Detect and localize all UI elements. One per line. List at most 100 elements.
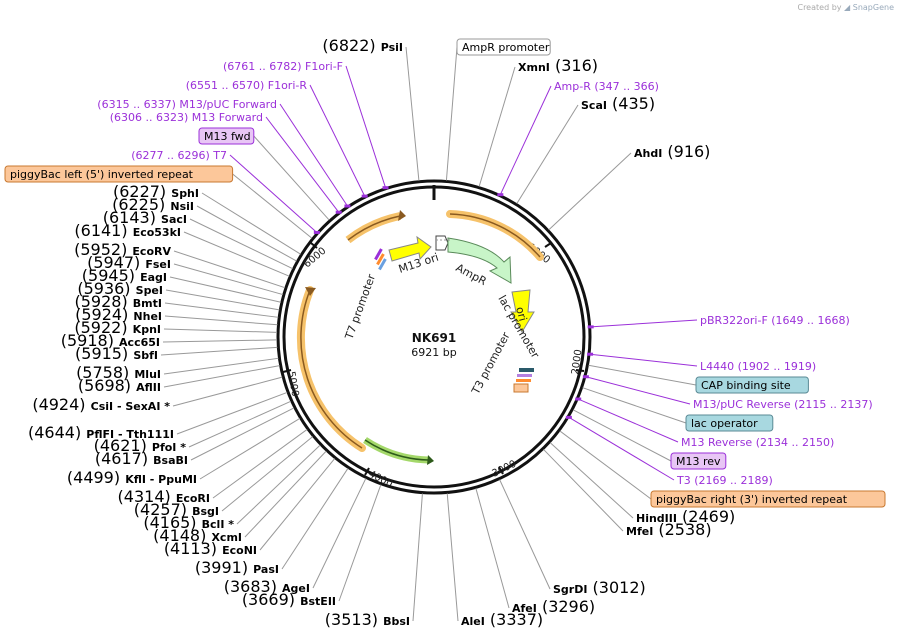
primer-site-mark [587,325,594,329]
green-arc-line [364,439,429,461]
enzyme-label-scai[interactable]: ScaI (435) [581,94,655,113]
enzyme-label-xmni[interactable]: XmnI (316) [518,56,598,75]
label-box-m13-rev[interactable]: M13 rev [670,452,727,470]
enzyme-label-ecorv[interactable]: (5952) EcoRV [74,240,171,259]
primer-label-m13-reverse[interactable]: M13 Reverse (2134 .. 2150) [681,436,834,449]
enzyme-label-bsabi[interactable]: (4617) BsaBI [95,449,188,468]
primer-label-m13-forward[interactable]: (6306 .. 6323) M13 Forward [110,111,263,124]
label-box-bg [670,452,727,470]
primer-site-mark [565,415,572,419]
primer-label-f1ori-r[interactable]: (6551 .. 6570) F1ori-R [186,79,308,92]
connector-line [499,479,551,590]
label-box-ampr-promoter[interactable]: AmpR promoter [456,38,551,56]
connector-line [229,154,318,233]
ruler-tick [544,242,552,248]
enzyme-label-alei[interactable]: AleI (3337) [461,610,543,629]
connector-line [590,319,698,328]
enzyme-label-kfli-ppumi[interactable]: (4499) KflI - PpuMI [67,468,197,487]
primer-label-t3[interactable]: T3 (2169 .. 2189) [676,474,773,487]
piggybac-arc-left-line [300,289,363,449]
enzyme-label-afei[interactable]: AfeI (3296) [512,597,595,616]
inner-label-ampr: AmpR [454,261,489,288]
enzyme-label-econi[interactable]: (4113) EcoNI [164,539,257,558]
connector-line [173,263,283,296]
enzyme-label-bbsi[interactable]: (3513) BbsI [325,610,410,629]
connector-line [312,478,367,589]
enzyme-text: (4644) PflFI - Tth111I [28,423,174,442]
enzyme-label-ahdi[interactable]: AhdI (916) [634,142,710,161]
m13-rev-mark [517,374,532,377]
ampr-arrow [447,237,512,284]
t7-mark [376,253,385,266]
enzyme-label-sbfi[interactable]: (5915) SbfI [75,344,158,363]
primer-label-m13-puc-reverse[interactable]: M13/pUC Reverse (2115 .. 2137) [693,398,873,411]
enzyme-text: (5936) SpeI [77,279,163,298]
label-box-lac-operator[interactable]: lac operator [685,414,774,432]
primer-site-mark [582,375,589,379]
primer-label-l4440[interactable]: L4440 (1902 .. 1919) [700,360,816,373]
enzyme-label-bmti[interactable]: (5928) BmtI [75,292,163,311]
enzyme-text: (3513) BbsI [325,610,410,629]
label-box-cap-binding-site[interactable]: CAP binding site [695,376,809,394]
enzyme-label-saci[interactable]: (6143) SacI [103,208,187,227]
enzyme-label-hindiii[interactable]: HindIII (2469) [636,507,735,526]
connector-line [585,376,691,405]
enzyme-text: (5915) SbfI [75,344,158,363]
enzyme-label-pasi[interactable]: (3991) PasI [195,558,279,577]
primer-label-pbr322ori-f[interactable]: pBR322ori-F (1649 .. 1668) [700,314,850,327]
connector-line [412,493,423,622]
enzyme-text: (5698) AflII [78,376,161,395]
enzyme-label-eco53ki[interactable]: (6141) Eco53kI [74,221,181,240]
enzyme-label-fsei[interactable]: (5947) FseI [87,253,171,272]
enzyme-label-agei[interactable]: (3683) AgeI [224,577,310,596]
connector-line [589,353,698,367]
ruler-tick [364,467,370,476]
primer-label-m13-puc-forward[interactable]: (6315 .. 6337) M13/pUC Forward [97,98,277,111]
connector-line [173,250,286,289]
enzyme-label-mlui[interactable]: (5758) MluI [76,363,161,382]
enzyme-text: (4314) EcoRI [118,487,210,506]
label-box-text: M13 fwd [204,130,251,143]
enzyme-label-ecori[interactable]: (4314) EcoRI [118,487,210,506]
label-box-piggybac-right-3-inverted-repeat[interactable]: piggyBac right (3') inverted repeat [650,490,886,508]
connector-line [232,173,313,239]
enzyme-label-nhei[interactable]: (5924) NheI [75,305,162,324]
primer-text: L4440 (1902 .. 1919) [700,360,816,373]
primer-label-amp-r[interactable]: Amp-R (347 .. 366) [554,80,659,93]
enzyme-label-acc65i[interactable]: (5918) Acc65I [61,331,160,350]
primer-text: (6315 .. 6337) M13/pUC Forward [97,98,277,111]
plasmid-name: NK691 [412,331,456,345]
enzyme-label-xcmi[interactable]: (4148) XcmI [153,526,242,545]
enzyme-label-psii[interactable]: (6822) PsiI [322,36,403,55]
primer-label-t7[interactable]: (6277 .. 6296) T7 [131,149,227,162]
enzyme-text: MfeI (2538) [626,520,712,539]
label-box-m13-fwd[interactable]: M13 fwd [198,127,255,145]
enzyme-label-kpni[interactable]: (5922) KpnI [74,318,161,337]
enzyme-label-mfei[interactable]: MfeI (2538) [626,520,712,539]
m13-ori-arrow [388,235,432,262]
enzyme-label-csii-sexai[interactable]: (4924) CsiI - SexAI * [32,395,170,414]
primer-site-mark [575,397,582,401]
enzyme-text: (4257) BsgI [134,500,219,519]
enzyme-label-bsteii[interactable]: (3669) BstEII [242,590,336,609]
primer-label-f1ori-f[interactable]: (6761 .. 6782) F1ori-F [223,60,343,73]
enzyme-label-pflfi-tth111i[interactable]: (4644) PflFI - Tth111I [28,423,174,442]
ruler-tick [498,466,504,475]
enzyme-label-sphi[interactable]: (6227) SphI [113,182,199,201]
enzyme-text: (4148) XcmI [153,526,242,545]
enzyme-label-eagi[interactable]: (5945) EagI [82,266,167,285]
enzyme-label-spei[interactable]: (5936) SpeI [77,279,163,298]
connector-line [568,416,675,481]
connector-line [253,135,330,221]
connector-line [549,442,634,519]
enzyme-label-aflii[interactable]: (5698) AflII [78,376,161,395]
enzyme-label-sgrdi[interactable]: SgrDI (3012) [553,578,646,597]
enzyme-text: (6225) NsiI [112,195,194,214]
enzyme-label-bcli[interactable]: (4165) BclI * [143,513,234,532]
enzyme-label-nsii[interactable]: (6225) NsiI [112,195,194,214]
enzyme-label-pfoi[interactable]: (4621) PfoI * [94,436,187,455]
label-box-piggybac-left-5-inverted-repeat[interactable]: piggyBac left (5') inverted repeat [4,165,234,183]
enzyme-text: (3683) AgeI [224,577,310,596]
enzyme-label-bsgi[interactable]: (4257) BsgI [134,500,219,519]
